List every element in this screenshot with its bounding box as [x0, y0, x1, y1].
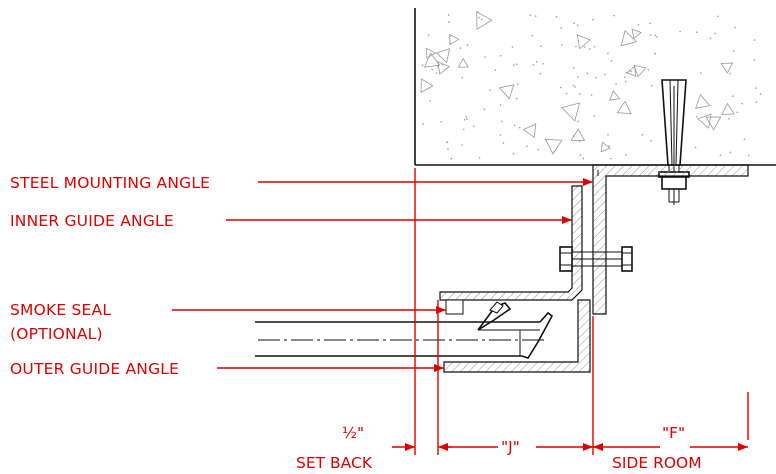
- concrete-wall: [414, 8, 776, 166]
- anchor-bolt: [658, 79, 690, 205]
- dimension-lines: [392, 168, 749, 455]
- smoke-seal: [445, 299, 540, 331]
- dim-j-value: "J": [501, 438, 520, 456]
- guide-bolt: [559, 246, 633, 272]
- concrete-stipple: [420, 11, 762, 160]
- leader-lines: [172, 178, 593, 372]
- label-smoke-seal: SMOKE SEAL: [10, 301, 111, 319]
- label-smoke-seal-optional: (OPTIONAL): [10, 325, 103, 343]
- dim-setback-value: ½": [342, 424, 364, 442]
- label-inner-guide-angle: INNER GUIDE ANGLE: [10, 212, 174, 230]
- outer-guide-angle: [443, 299, 591, 373]
- inner-guide-angle: [439, 185, 583, 301]
- curtain-slat: [255, 311, 554, 359]
- label-steel-mounting-angle: STEEL MOUNTING ANGLE: [10, 174, 210, 192]
- dim-setback-label: SET BACK: [296, 454, 373, 472]
- label-outer-guide-angle: OUTER GUIDE ANGLE: [10, 360, 179, 378]
- steel-mounting-angle: [592, 164, 749, 315]
- dim-f-value: "F": [662, 424, 685, 442]
- dim-side-room-label: SIDE ROOM: [612, 454, 702, 472]
